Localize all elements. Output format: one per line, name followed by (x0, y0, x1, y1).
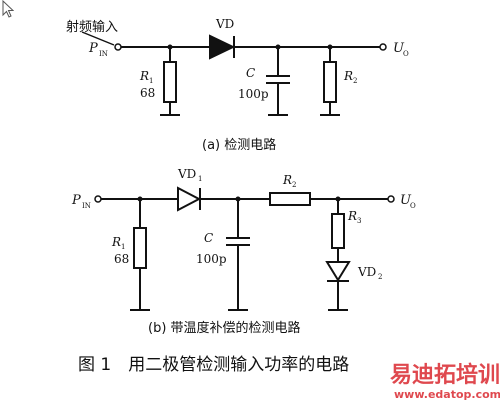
input-terminal-a (114, 43, 122, 51)
resistor-r2-a (323, 61, 337, 103)
out-label-b: U (400, 193, 412, 208)
r1-a-label: R (139, 69, 149, 83)
rf-input-pointer (81, 31, 115, 46)
diode-vd1-sub: 1 (198, 175, 202, 183)
watermark-url: www.edatop.com (394, 388, 500, 401)
r1-b-sub: 1 (121, 243, 125, 251)
r2-b-label: R (282, 173, 292, 187)
output-terminal-b (387, 195, 395, 203)
resistor-r1-b (133, 227, 147, 269)
r3-b-label: R (347, 209, 357, 223)
resistor-r2-b (269, 192, 311, 206)
output-terminal-a (379, 43, 387, 51)
watermark-text: 易迪拓培训 (390, 362, 500, 388)
pin-label-b: P (71, 193, 81, 208)
r1-a-value: 68 (140, 86, 155, 100)
out-sub-a: O (403, 50, 409, 58)
diode-vd-label: VD (215, 17, 234, 31)
cap-b-label: C (204, 231, 213, 245)
cap-a-label: C (246, 66, 255, 80)
resistor-r3-b (331, 213, 345, 249)
caption-b: (b) 带温度补偿的检测电路 (148, 320, 301, 336)
pin-sub-a: IN (99, 50, 108, 58)
r2-a-sub: 2 (353, 77, 357, 85)
r3-b-sub: 3 (357, 217, 361, 225)
cap-b-value: 100p (196, 252, 227, 266)
out-label-a: U (393, 41, 405, 56)
caption-a: (a) 检测电路 (202, 137, 276, 153)
r2-b-sub: 2 (292, 181, 296, 189)
cap-a-value: 100p (238, 87, 269, 101)
r2-a-label: R (343, 69, 353, 83)
pin-sub-b: IN (82, 202, 91, 210)
mouse-cursor-icon (2, 0, 14, 18)
r1-a-sub: 1 (149, 77, 153, 85)
input-terminal-b (94, 195, 102, 203)
figure-caption: 图 1 用二极管检测输入功率的电路 (78, 355, 349, 375)
rf-input-label: 射频输入 (66, 19, 118, 35)
circuit-a: 射频输入 P IN VD U O R 1 68 C 100p (66, 17, 409, 153)
circuit-b: P IN VD 1 R 2 U O R 1 68 C (71, 167, 416, 336)
out-sub-b: O (410, 202, 416, 210)
diode-vd2-label: VD (357, 265, 376, 279)
watermark: 易迪拓培训 www.edatop.com (390, 362, 500, 401)
diode-vd1-label: VD (177, 167, 196, 181)
diode-vd2-sub: 2 (378, 273, 382, 281)
pin-label-a: P (88, 41, 98, 56)
diode-vd2 (325, 261, 351, 282)
diode-vd1 (177, 186, 202, 212)
diode-vd (209, 34, 236, 60)
r1-b-value: 68 (114, 252, 129, 266)
r1-b-label: R (111, 235, 121, 249)
resistor-r1-a (163, 61, 177, 103)
